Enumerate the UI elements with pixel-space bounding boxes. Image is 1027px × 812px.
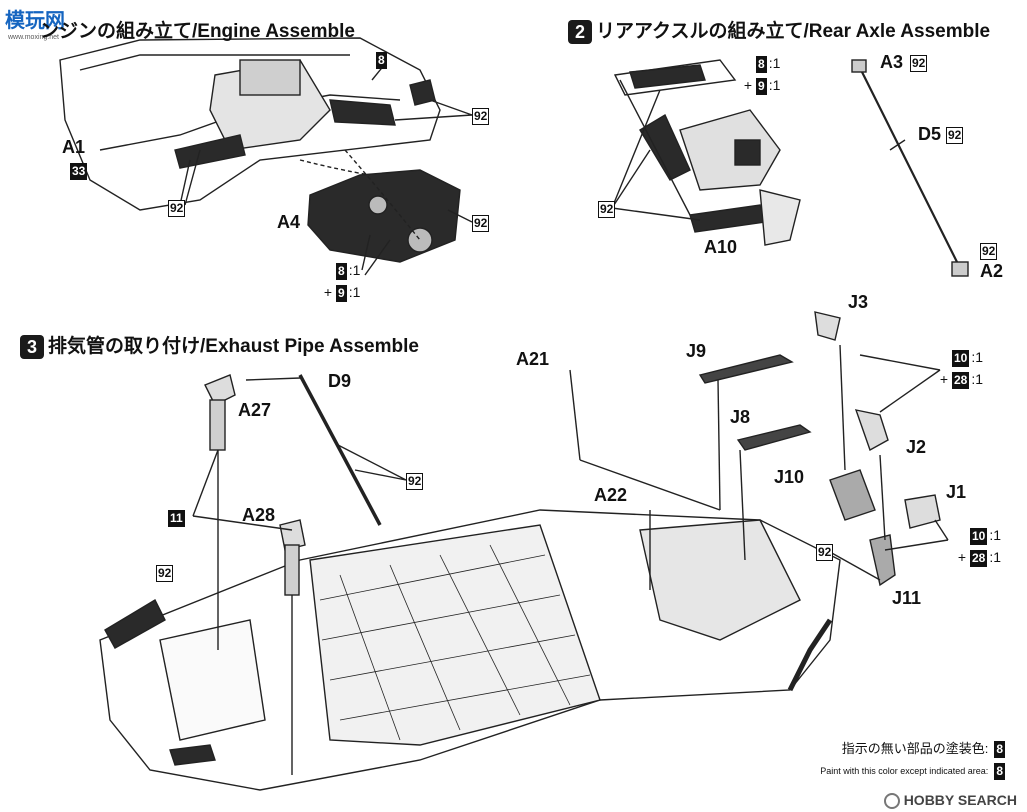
part-label-j1: J1: [946, 482, 967, 502]
color-tag-92-d5: 92: [946, 127, 964, 144]
footer-jp-text: 指示の無い部品の塗装色:: [841, 741, 989, 756]
mix-color-9: 9: [756, 77, 767, 95]
mix-ratio-j-lower: 10:1 +28:1: [956, 524, 1001, 568]
footer-color-tag-jp: 8: [994, 741, 1005, 759]
part-label-a4: A4: [277, 212, 301, 232]
color-tag-92-a3: 92: [910, 55, 928, 72]
mix-plus: +: [957, 549, 967, 565]
mix-color-9: 9: [336, 284, 347, 302]
rear-diff-housing: [679, 109, 781, 191]
color-tag-11: 11: [168, 510, 185, 527]
exhaust-pipe-d9: [298, 374, 382, 526]
watermark-logo: 模玩网: [3, 3, 73, 40]
mix-ratio-1: :1: [989, 527, 1002, 543]
watermark-url: www.moxing.net: [8, 34, 59, 41]
floor-panel-grid: [309, 524, 601, 746]
part-label-j9: J9: [686, 341, 707, 361]
part-label-j2: J2: [906, 437, 927, 457]
part-label-a3: A3: [880, 52, 904, 72]
mix-ratio-2: :1: [768, 77, 781, 93]
part-label-j3: J3: [848, 292, 869, 312]
part-label-j11: J11: [892, 588, 922, 608]
footer-paint-note-en: Paint with this color except indicated a…: [820, 763, 1005, 780]
mix-color-28: 28: [970, 549, 988, 567]
mix-ratio-j-upper: 10:1 +28:1: [938, 346, 983, 390]
mix-ratio-step2: 8:1 +9:1: [742, 52, 780, 96]
part-label-a2: A2: [980, 261, 1004, 281]
color-tag-92-d9: 92: [406, 473, 424, 490]
mix-ratio-step1: 8:1 +9:1: [322, 259, 360, 303]
mix-color-8: 8: [756, 55, 767, 73]
mix-color-10: 10: [952, 349, 970, 367]
mix-color-10: 10: [970, 527, 988, 545]
mix-color-8: 8: [336, 262, 347, 280]
step-2-title-text: リアアクスルの組み立て/Rear Axle Assemble: [596, 21, 991, 42]
mix-ratio-1: :1: [768, 55, 781, 71]
engine-belt-left: [174, 134, 246, 169]
part-label-a10: A10: [704, 237, 738, 257]
step-1-title: ンジンの組み立て/Engine Assemble: [40, 16, 355, 43]
color-tag-92-engine-left: 92: [168, 200, 186, 217]
rear-shock-absorber: [639, 113, 691, 181]
mix-plus: +: [323, 284, 333, 300]
footer-en-text: Paint with this color except indicated a…: [820, 765, 989, 776]
rear-engine-bay: [639, 519, 801, 641]
mix-ratio-2: :1: [348, 284, 361, 300]
step-2-number: 2: [568, 19, 592, 44]
color-tag-92-a2: 92: [980, 243, 998, 260]
part-label-a27: A27: [238, 400, 272, 420]
drive-shaft-d5: [859, 67, 961, 269]
part-label-d5: D5: [918, 124, 942, 144]
watermark-brand-text: 模玩网: [5, 8, 65, 32]
mix-ratio-2: :1: [971, 371, 984, 387]
mix-color-28: 28: [952, 371, 970, 389]
step-1-title-text: ンジンの組み立て/Engine Assemble: [40, 21, 355, 42]
part-label-j8: J8: [730, 407, 751, 427]
part-label-j10: J10: [774, 467, 805, 487]
hobbysearch-name: HOBBY SEARCH: [903, 791, 1017, 808]
mix-ratio-1: :1: [348, 262, 361, 278]
mix-ratio-2: :1: [989, 549, 1002, 565]
color-tag-8-engine: 8: [376, 52, 387, 69]
step-3-number: 3: [20, 334, 44, 359]
hobbysearch-watermark: HOBBY SEARCH: [883, 791, 1017, 809]
color-tag-92-axle: 92: [598, 201, 616, 218]
footer-color-tag-en: 8: [994, 763, 1005, 780]
part-label-a21: A21: [516, 349, 550, 369]
part-label-d9: D9: [328, 371, 352, 391]
color-tag-92-a4: 92: [472, 215, 490, 232]
color-tag-33: 33: [70, 163, 88, 180]
mix-plus: +: [743, 77, 753, 93]
mix-plus: +: [939, 371, 949, 387]
color-tag-92-engine-right: 92: [472, 108, 490, 125]
hobbysearch-logo-icon: [883, 793, 900, 809]
mix-ratio-1: :1: [971, 349, 984, 365]
part-label-a22: A22: [594, 485, 628, 505]
step-3-title-text: 排気管の取り付け/Exhaust Pipe Assemble: [48, 336, 419, 357]
part-label-a28: A28: [242, 505, 276, 525]
footer-paint-note-jp: 指示の無い部品の塗装色: 8: [841, 738, 1005, 759]
part-label-a1: A1: [62, 137, 86, 157]
color-tag-92-exhaust: 92: [156, 565, 174, 582]
color-tag-92-j: 92: [816, 544, 834, 561]
